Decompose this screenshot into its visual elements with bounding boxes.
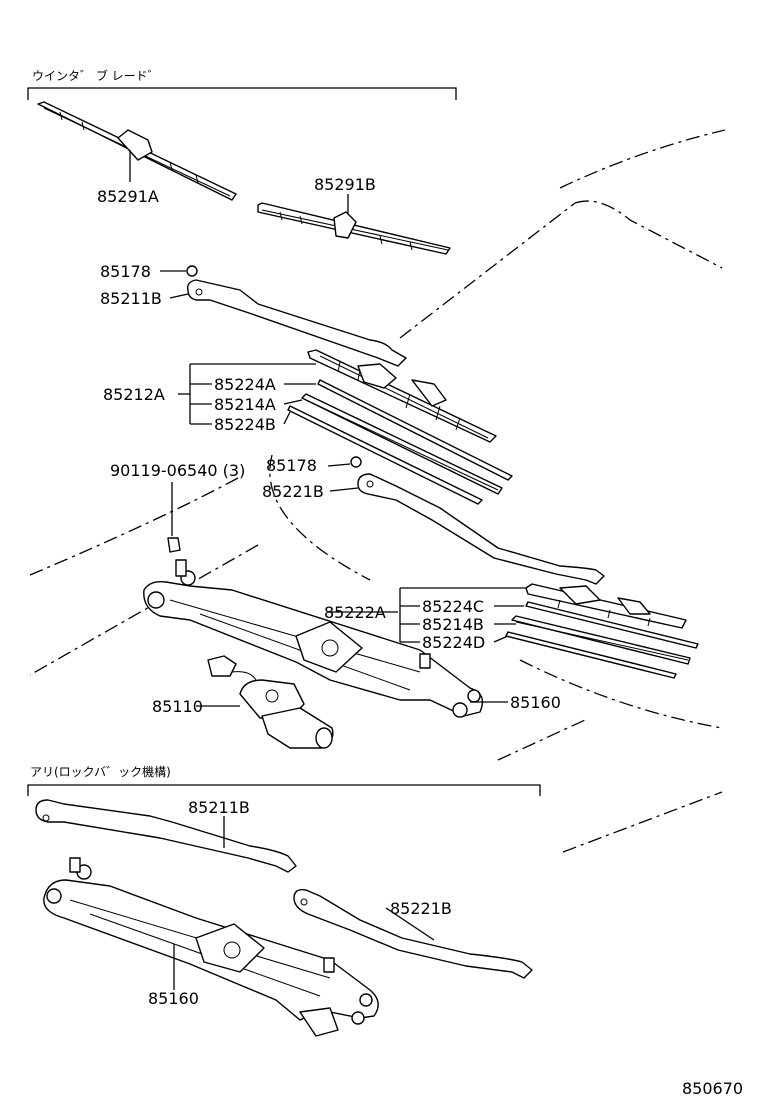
section-bracket-bottom: アリ(ロックバ゛ック機構) — [27, 764, 541, 796]
label-85221B-top: 85221B — [262, 482, 324, 501]
label-85214A: 85214A — [214, 395, 276, 414]
label-85214B: 85214B — [422, 615, 484, 634]
nut-85178-top[interactable] — [160, 265, 198, 277]
bracket-85212A — [178, 363, 316, 425]
label-85110: 85110 — [152, 697, 203, 716]
label-85160-bottom: 85160 — [148, 989, 199, 1008]
label-85224B: 85224B — [214, 415, 276, 434]
label-85224A: 85224A — [214, 375, 276, 394]
wiper-linkage-bottom[interactable] — [43, 857, 379, 1037]
wiper-arm-85221B-bottom[interactable] — [293, 888, 533, 979]
label-85211B-top: 85211B — [100, 289, 162, 308]
label-85178-top: 85178 — [100, 262, 151, 281]
blade-assembly-85212A[interactable] — [287, 349, 513, 505]
bracket-85222A — [328, 587, 530, 643]
label-85211B-bottom: 85211B — [188, 798, 250, 817]
section-title-lock-back: アリ(ロックバ゛ック機構) — [30, 764, 171, 779]
section-title-wiper-blade: ウインタ゛ ブ レード゛ — [32, 68, 160, 83]
wiper-motor-85110[interactable] — [196, 655, 334, 749]
label-85291A: 85291A — [97, 187, 159, 206]
wiper-arm-85221B-top[interactable] — [329, 473, 605, 585]
section-bracket-top: ウインタ゛ ブ レード゛ — [27, 68, 457, 100]
figure-code: 850670 — [682, 1079, 743, 1098]
label-85291B: 85291B — [314, 175, 376, 194]
nut-85178-middle[interactable] — [327, 456, 362, 468]
blade-assembly-85222A[interactable] — [505, 583, 699, 679]
label-90119-06540: 90119-06540 (3) — [110, 461, 245, 480]
wiper-arm-85211B[interactable] — [169, 279, 407, 367]
label-85224D: 85224D — [422, 633, 485, 652]
label-85221B-bottom: 85221B — [390, 899, 452, 918]
wiper-blade-85291A[interactable] — [37, 101, 237, 201]
label-85212A: 85212A — [103, 385, 165, 404]
label-85224C: 85224C — [422, 597, 484, 616]
bolt-90119-06540[interactable] — [167, 482, 181, 553]
wiper-arm-85211B-bottom[interactable] — [35, 799, 297, 873]
label-85178-middle: 85178 — [266, 456, 317, 475]
windshield-outline — [29, 129, 726, 853]
wiper-blade-85291B[interactable] — [257, 194, 451, 255]
label-85222A: 85222A — [324, 603, 386, 622]
label-85160-top: 85160 — [510, 693, 561, 712]
